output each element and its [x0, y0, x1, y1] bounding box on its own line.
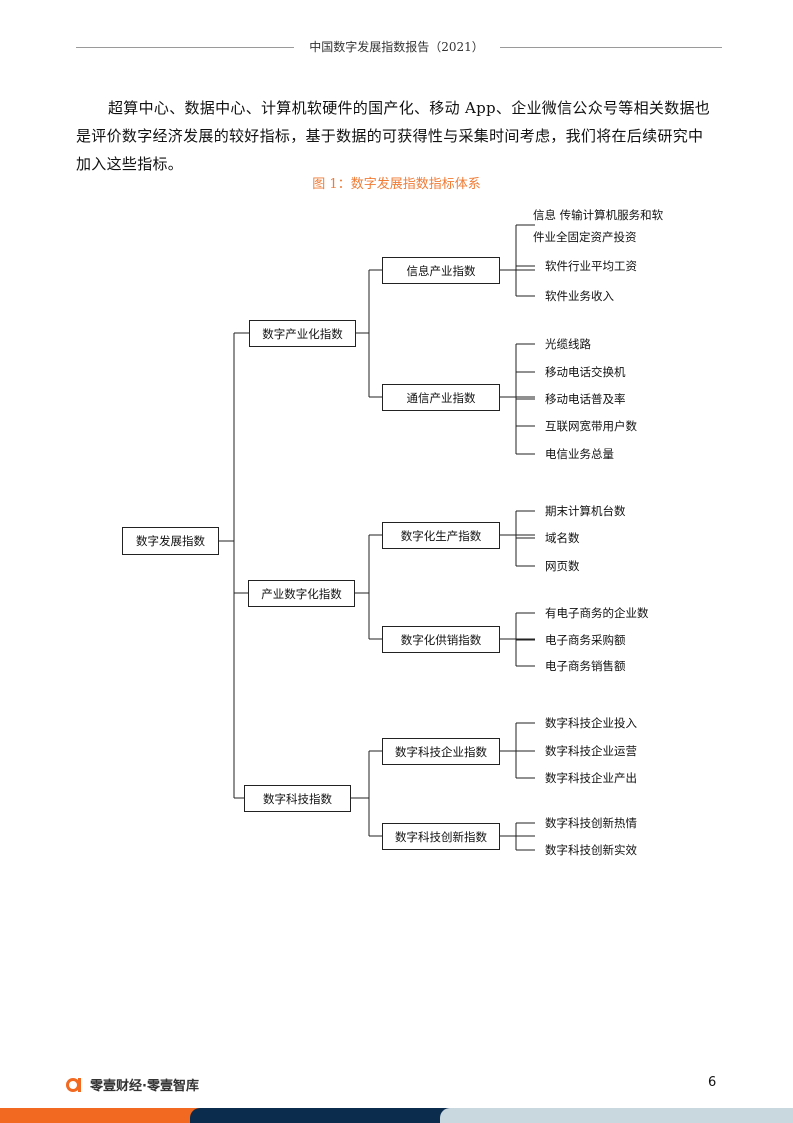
level2-node: 通信产业指数: [382, 384, 500, 411]
level2-node: 数字科技企业指数: [382, 738, 500, 765]
leaf-indicator: 光缆线路: [545, 337, 591, 351]
footer-brand: 零壹财经·零壹智库: [66, 1075, 199, 1094]
header-rule-right: [500, 47, 722, 48]
leaf-indicator: 电子商务采购额: [545, 633, 626, 647]
leaf-indicator: 数字科技企业产出: [545, 771, 637, 785]
leaf-indicator: 移动电话普及率: [545, 392, 626, 406]
leaf-indicator: 有电子商务的企业数: [545, 606, 649, 620]
leaf-indicator: 数字科技创新实效: [545, 843, 637, 857]
leaf-indicator: 电信业务总量: [545, 447, 614, 461]
leaf-indicator: 互联网宽带用户数: [545, 419, 637, 433]
header-rule-left: [76, 47, 294, 48]
leaf-indicator: 网页数: [545, 559, 580, 573]
leaf-indicator: 电子商务销售额: [545, 659, 626, 673]
level2-node: 数字化供销指数: [382, 626, 500, 653]
leaf-indicator: 信息 传输计算机服务和软件业全固定资产投资: [533, 208, 664, 244]
level1-node: 产业数字化指数: [248, 580, 355, 607]
leaf-indicator: 移动电话交换机: [545, 365, 626, 379]
level1-node: 数字科技指数: [244, 785, 351, 812]
leaf-indicator: 软件行业平均工资: [545, 259, 637, 273]
root-node: 数字发展指数: [122, 527, 219, 555]
body-paragraph: 超算中心、数据中心、计算机软硬件的国产化、移动 App、企业微信公众号等相关数据…: [76, 99, 711, 173]
leaf-indicator: 数字科技企业投入: [545, 716, 637, 730]
footer-bar-navy: [190, 1108, 450, 1123]
brand-logo-icon: [66, 1077, 81, 1092]
level1-node: 数字产业化指数: [249, 320, 356, 347]
footer-bar-light: [440, 1108, 793, 1123]
leaf-indicator: 域名数: [545, 531, 580, 545]
figure-caption: 图 1：数字发展指数指标体系: [312, 177, 481, 192]
leaf-indicator: 数字科技企业运营: [545, 744, 637, 758]
leaf-indicator: 软件业务收入: [545, 289, 614, 303]
level2-node: 信息产业指数: [382, 257, 500, 284]
level2-node: 数字化生产指数: [382, 522, 500, 549]
page-number: 6: [708, 1075, 717, 1090]
leaf-indicator: 期末计算机台数: [545, 504, 626, 518]
header-title: 中国数字发展指数报告（2021）: [309, 40, 484, 54]
leaf-indicator: 数字科技创新热情: [545, 816, 637, 830]
brand-name: 零壹财经·零壹智库: [90, 1079, 199, 1094]
footer-bar-orange: [0, 1108, 200, 1123]
level2-node: 数字科技创新指数: [382, 823, 500, 850]
